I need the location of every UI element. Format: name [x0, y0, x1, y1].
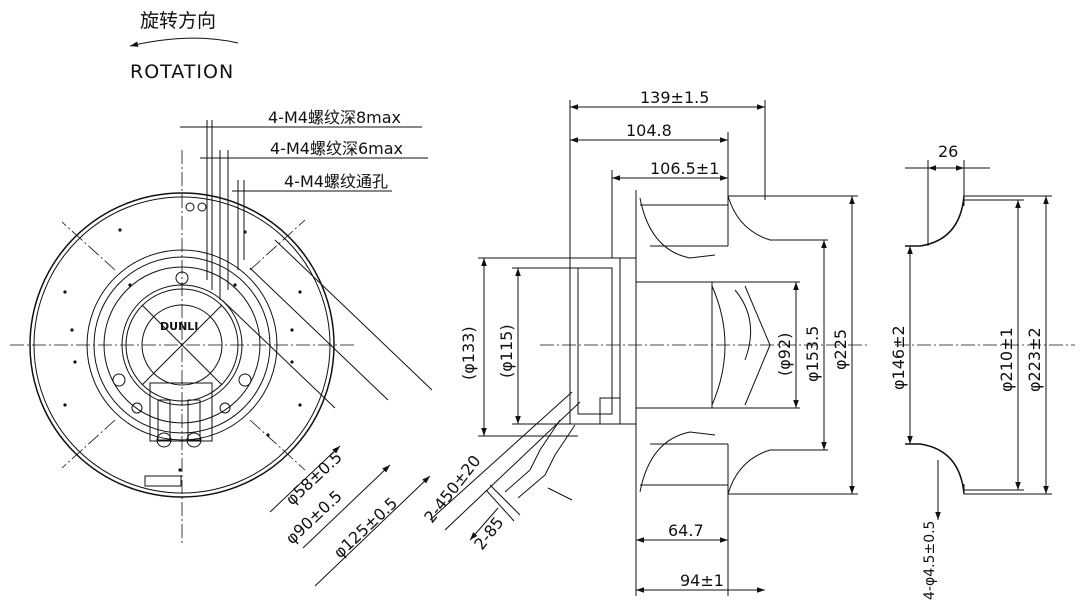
dim-ring-holes: 4-φ4.5±0.5	[922, 521, 938, 600]
motor-circle	[103, 266, 261, 424]
dim-d225: φ225	[831, 329, 850, 370]
dim-overall-length: 139±1.5	[640, 88, 709, 107]
cable-gland-1	[157, 399, 171, 441]
dim-d115: (φ115)	[497, 324, 516, 378]
blade-line	[61, 419, 116, 469]
terminal-box	[144, 382, 213, 487]
thread-callouts: 4-M4螺纹深8max 4-M4螺纹深6max 4-M4螺纹通孔	[180, 108, 428, 300]
blade-line	[249, 419, 306, 471]
rotation-label-cn: 旋转方向	[140, 10, 216, 32]
ring-profile-bottom	[905, 443, 965, 495]
impeller-outer-circle	[29, 192, 335, 498]
rotation-arrow	[129, 37, 239, 47]
callout-thread-8max: 4-M4螺纹深8max	[268, 108, 401, 127]
dim-d92: (φ92)	[775, 333, 794, 376]
front-view: DUNLI	[10, 108, 433, 587]
dim-ring-d210: φ210±1	[997, 327, 1016, 392]
callout-thread-6max: 4-M4螺纹深6max	[270, 139, 403, 158]
rotation-label-en: ROTATION	[130, 61, 234, 83]
hub-circle	[93, 256, 271, 434]
blade-line	[249, 219, 306, 271]
diameter-dims: φ58±0.5 φ90±0.5 φ125±0.5	[221, 239, 433, 587]
blade-line	[61, 221, 116, 271]
cable-gland-2	[187, 399, 201, 441]
blade-bottom	[639, 431, 716, 493]
screw-icon	[131, 402, 143, 414]
screw-icon	[175, 271, 189, 285]
dim-d153-5: φ153.5	[803, 326, 822, 382]
power-cable: 2-450±20 2-85	[420, 391, 581, 553]
dim-ring-d146: φ146±2	[889, 325, 908, 390]
dim-94: 94±1	[680, 571, 724, 590]
hub-cross-2	[141, 304, 223, 386]
inlet-ring-view: 26 φ146±2 φ210±1 φ223±2 4-φ4.5±0.5	[889, 142, 1075, 600]
dim-cable-strip: 2-85	[470, 513, 507, 553]
dim-ring-d223: φ223±2	[1025, 327, 1044, 392]
dim-64-7: 64.7	[668, 521, 704, 540]
ring-profile-top	[905, 195, 965, 247]
dim-cable-length: 2-450±20	[420, 452, 484, 527]
screw-icon	[238, 373, 252, 387]
mounting-screws	[112, 202, 252, 414]
rotation-indicator: 旋转方向 ROTATION	[129, 10, 239, 83]
screw-icon	[197, 202, 207, 212]
dim-104-8: 104.8	[626, 121, 672, 140]
dim-d133: (φ133)	[459, 326, 478, 380]
dim-ring-width: 26	[938, 142, 958, 161]
screw-icon	[185, 202, 195, 212]
rotor-body	[636, 281, 713, 409]
hub-circle-outer	[86, 249, 278, 441]
screw-icon	[219, 402, 231, 414]
nameplate	[144, 475, 182, 487]
dim-106-5: 106.5±1	[650, 159, 719, 178]
callout-thread-through: 4-M4螺纹通孔	[284, 172, 388, 191]
motor-inner-circle	[121, 284, 243, 406]
motor-centre-circle	[141, 304, 223, 386]
motor-cap-circle	[125, 288, 239, 402]
screw-icon	[112, 373, 126, 387]
side-view: 139±1.5 104.8 106.5±1 64.7 94±1 (φ133) (…	[459, 88, 870, 596]
brand-logo: DUNLI	[160, 320, 198, 333]
blade-top	[639, 197, 716, 259]
